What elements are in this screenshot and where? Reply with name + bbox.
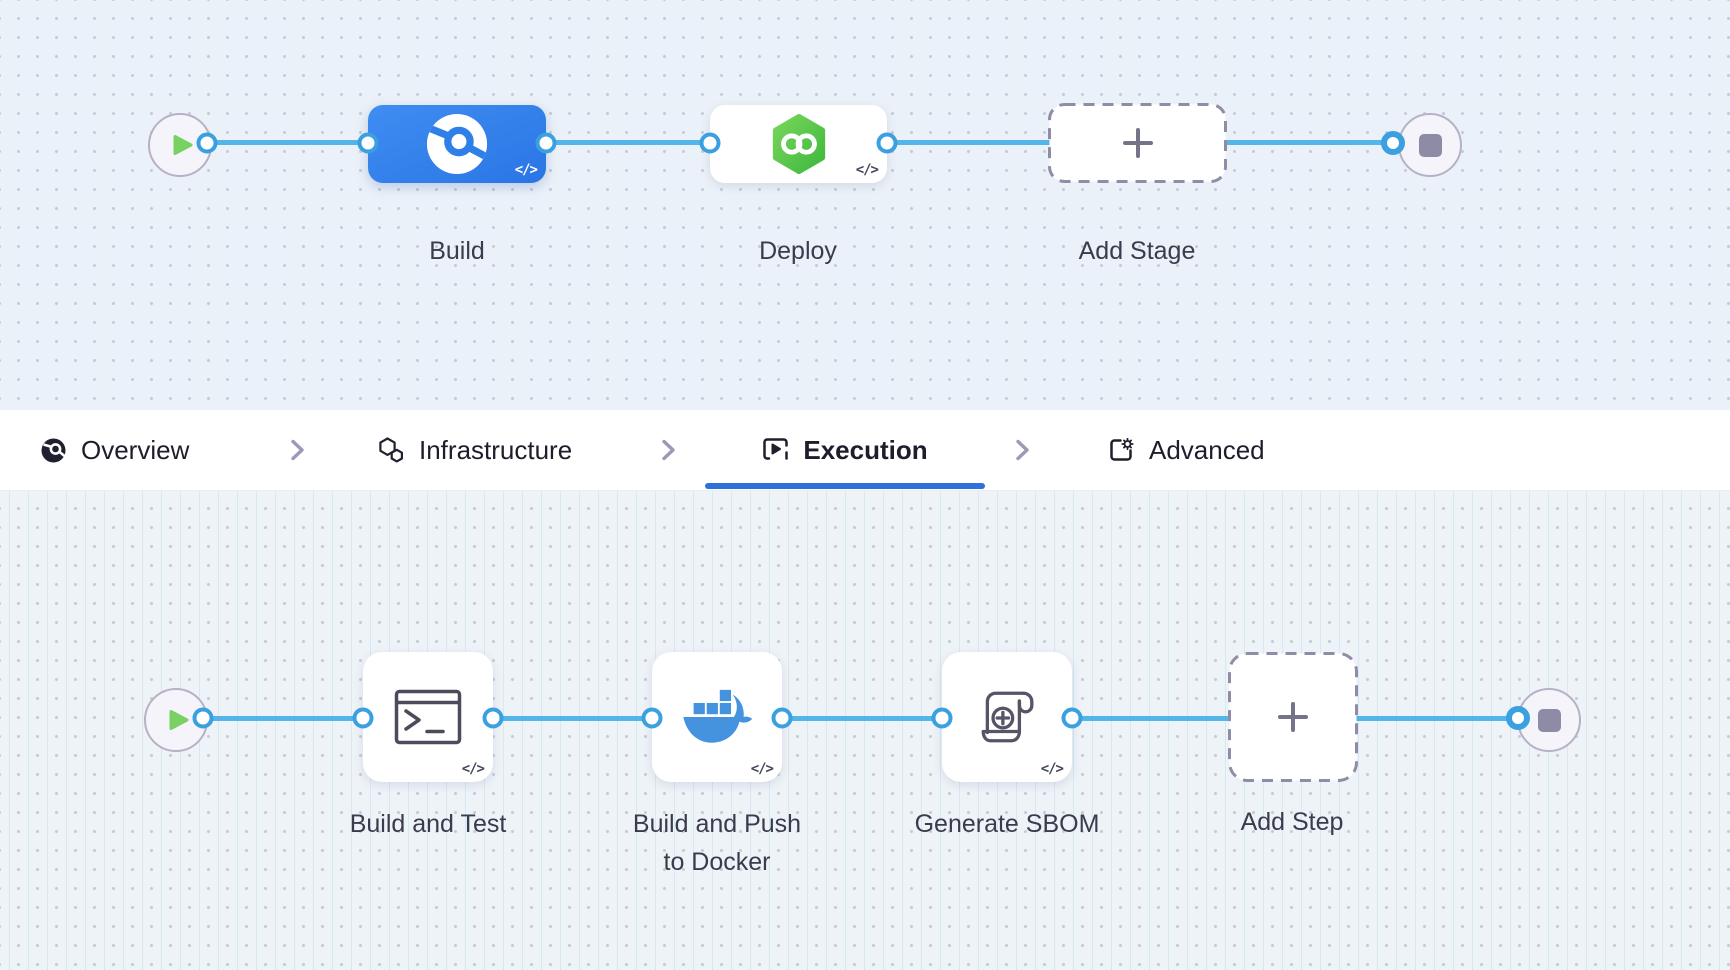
connection-port[interactable]: [535, 132, 557, 154]
connection-port[interactable]: [192, 707, 214, 729]
stage-deploy[interactable]: </>: [710, 105, 887, 183]
connection-port[interactable]: [771, 707, 793, 729]
stage-label-deploy[interactable]: Deploy: [759, 237, 837, 265]
overview-icon: [41, 438, 66, 462]
plus-icon: [1122, 128, 1153, 158]
play-icon: [169, 710, 188, 730]
code-icon[interactable]: </>: [750, 761, 774, 777]
connection-port[interactable]: [931, 707, 953, 729]
connector-edge: [491, 716, 654, 721]
sbom-scroll-icon: [981, 691, 1034, 743]
pipeline-start-node[interactable]: [148, 113, 212, 177]
chevron-right-icon: [662, 439, 675, 461]
add-step-label[interactable]: Add Step: [1240, 808, 1344, 836]
connection-port[interactable]: [876, 132, 898, 154]
code-icon[interactable]: </>: [461, 761, 485, 777]
stop-icon: [1418, 133, 1442, 157]
code-icon[interactable]: </>: [514, 162, 538, 178]
plus-icon: [1278, 702, 1308, 732]
play-icon: [173, 135, 192, 155]
tab-infrastructure[interactable]: Infrastructure: [377, 410, 572, 490]
tab-advanced[interactable]: Advanced: [1108, 410, 1265, 490]
add-stage-button[interactable]: [1048, 103, 1227, 183]
execution-canvas[interactable]: </> </>: [0, 490, 1730, 970]
ci-build-icon: [426, 113, 488, 175]
docker-icon: [683, 689, 753, 743]
connection-port[interactable]: [1381, 131, 1405, 155]
connection-port[interactable]: [357, 132, 379, 154]
connector-edge: [544, 140, 714, 145]
tab-execution[interactable]: Execution: [705, 410, 985, 490]
pipeline-tab-bar: Overview Infrastructure: [0, 410, 1730, 491]
step-label-build-and-push-to-docker[interactable]: Build and Push to Docker: [632, 810, 802, 876]
connection-port[interactable]: [1506, 706, 1530, 730]
tab-label: Infrastructure: [419, 434, 573, 465]
step-build-and-push-to-docker[interactable]: </>: [652, 652, 782, 782]
advanced-icon: [1110, 437, 1134, 461]
pipeline-end-node[interactable]: [1398, 113, 1462, 177]
step-generate-sbom[interactable]: </>: [942, 652, 1072, 782]
connector-edge: [205, 140, 372, 145]
cd-deploy-icon: [772, 113, 825, 175]
step-label-build-and-test[interactable]: Build and Test: [349, 810, 507, 838]
code-icon[interactable]: </>: [1040, 761, 1064, 777]
stage-label-build[interactable]: Build: [429, 237, 485, 265]
connection-port[interactable]: [641, 707, 663, 729]
terminal-icon: [394, 689, 462, 745]
add-step-button[interactable]: [1228, 652, 1358, 782]
tab-label: Overview: [81, 434, 190, 465]
step-label-generate-sbom[interactable]: Generate SBOM: [914, 810, 1100, 838]
connection-port[interactable]: [196, 132, 218, 154]
connection-port[interactable]: [352, 707, 374, 729]
stage-build[interactable]: </>: [368, 105, 546, 183]
connector-edge: [203, 716, 365, 721]
connector-edge: [780, 716, 944, 721]
stop-icon: [1537, 708, 1561, 732]
infrastructure-icon: [379, 437, 403, 463]
connection-port[interactable]: [699, 132, 721, 154]
connection-port[interactable]: [482, 707, 504, 729]
connection-port[interactable]: [1061, 707, 1083, 729]
add-stage-label[interactable]: Add Stage: [1078, 237, 1196, 265]
chevron-right-icon: [291, 439, 304, 461]
step-build-and-test[interactable]: </>: [363, 652, 493, 782]
tab-label: Execution: [803, 434, 928, 465]
chevron-right-icon: [1016, 439, 1029, 461]
stage-canvas[interactable]: </> </>: [0, 0, 1730, 410]
execution-icon: [763, 437, 789, 460]
code-icon[interactable]: </>: [855, 162, 879, 178]
tab-label: Advanced: [1149, 434, 1265, 465]
active-tab-underline: [705, 483, 985, 489]
tab-overview[interactable]: Overview: [40, 410, 189, 490]
